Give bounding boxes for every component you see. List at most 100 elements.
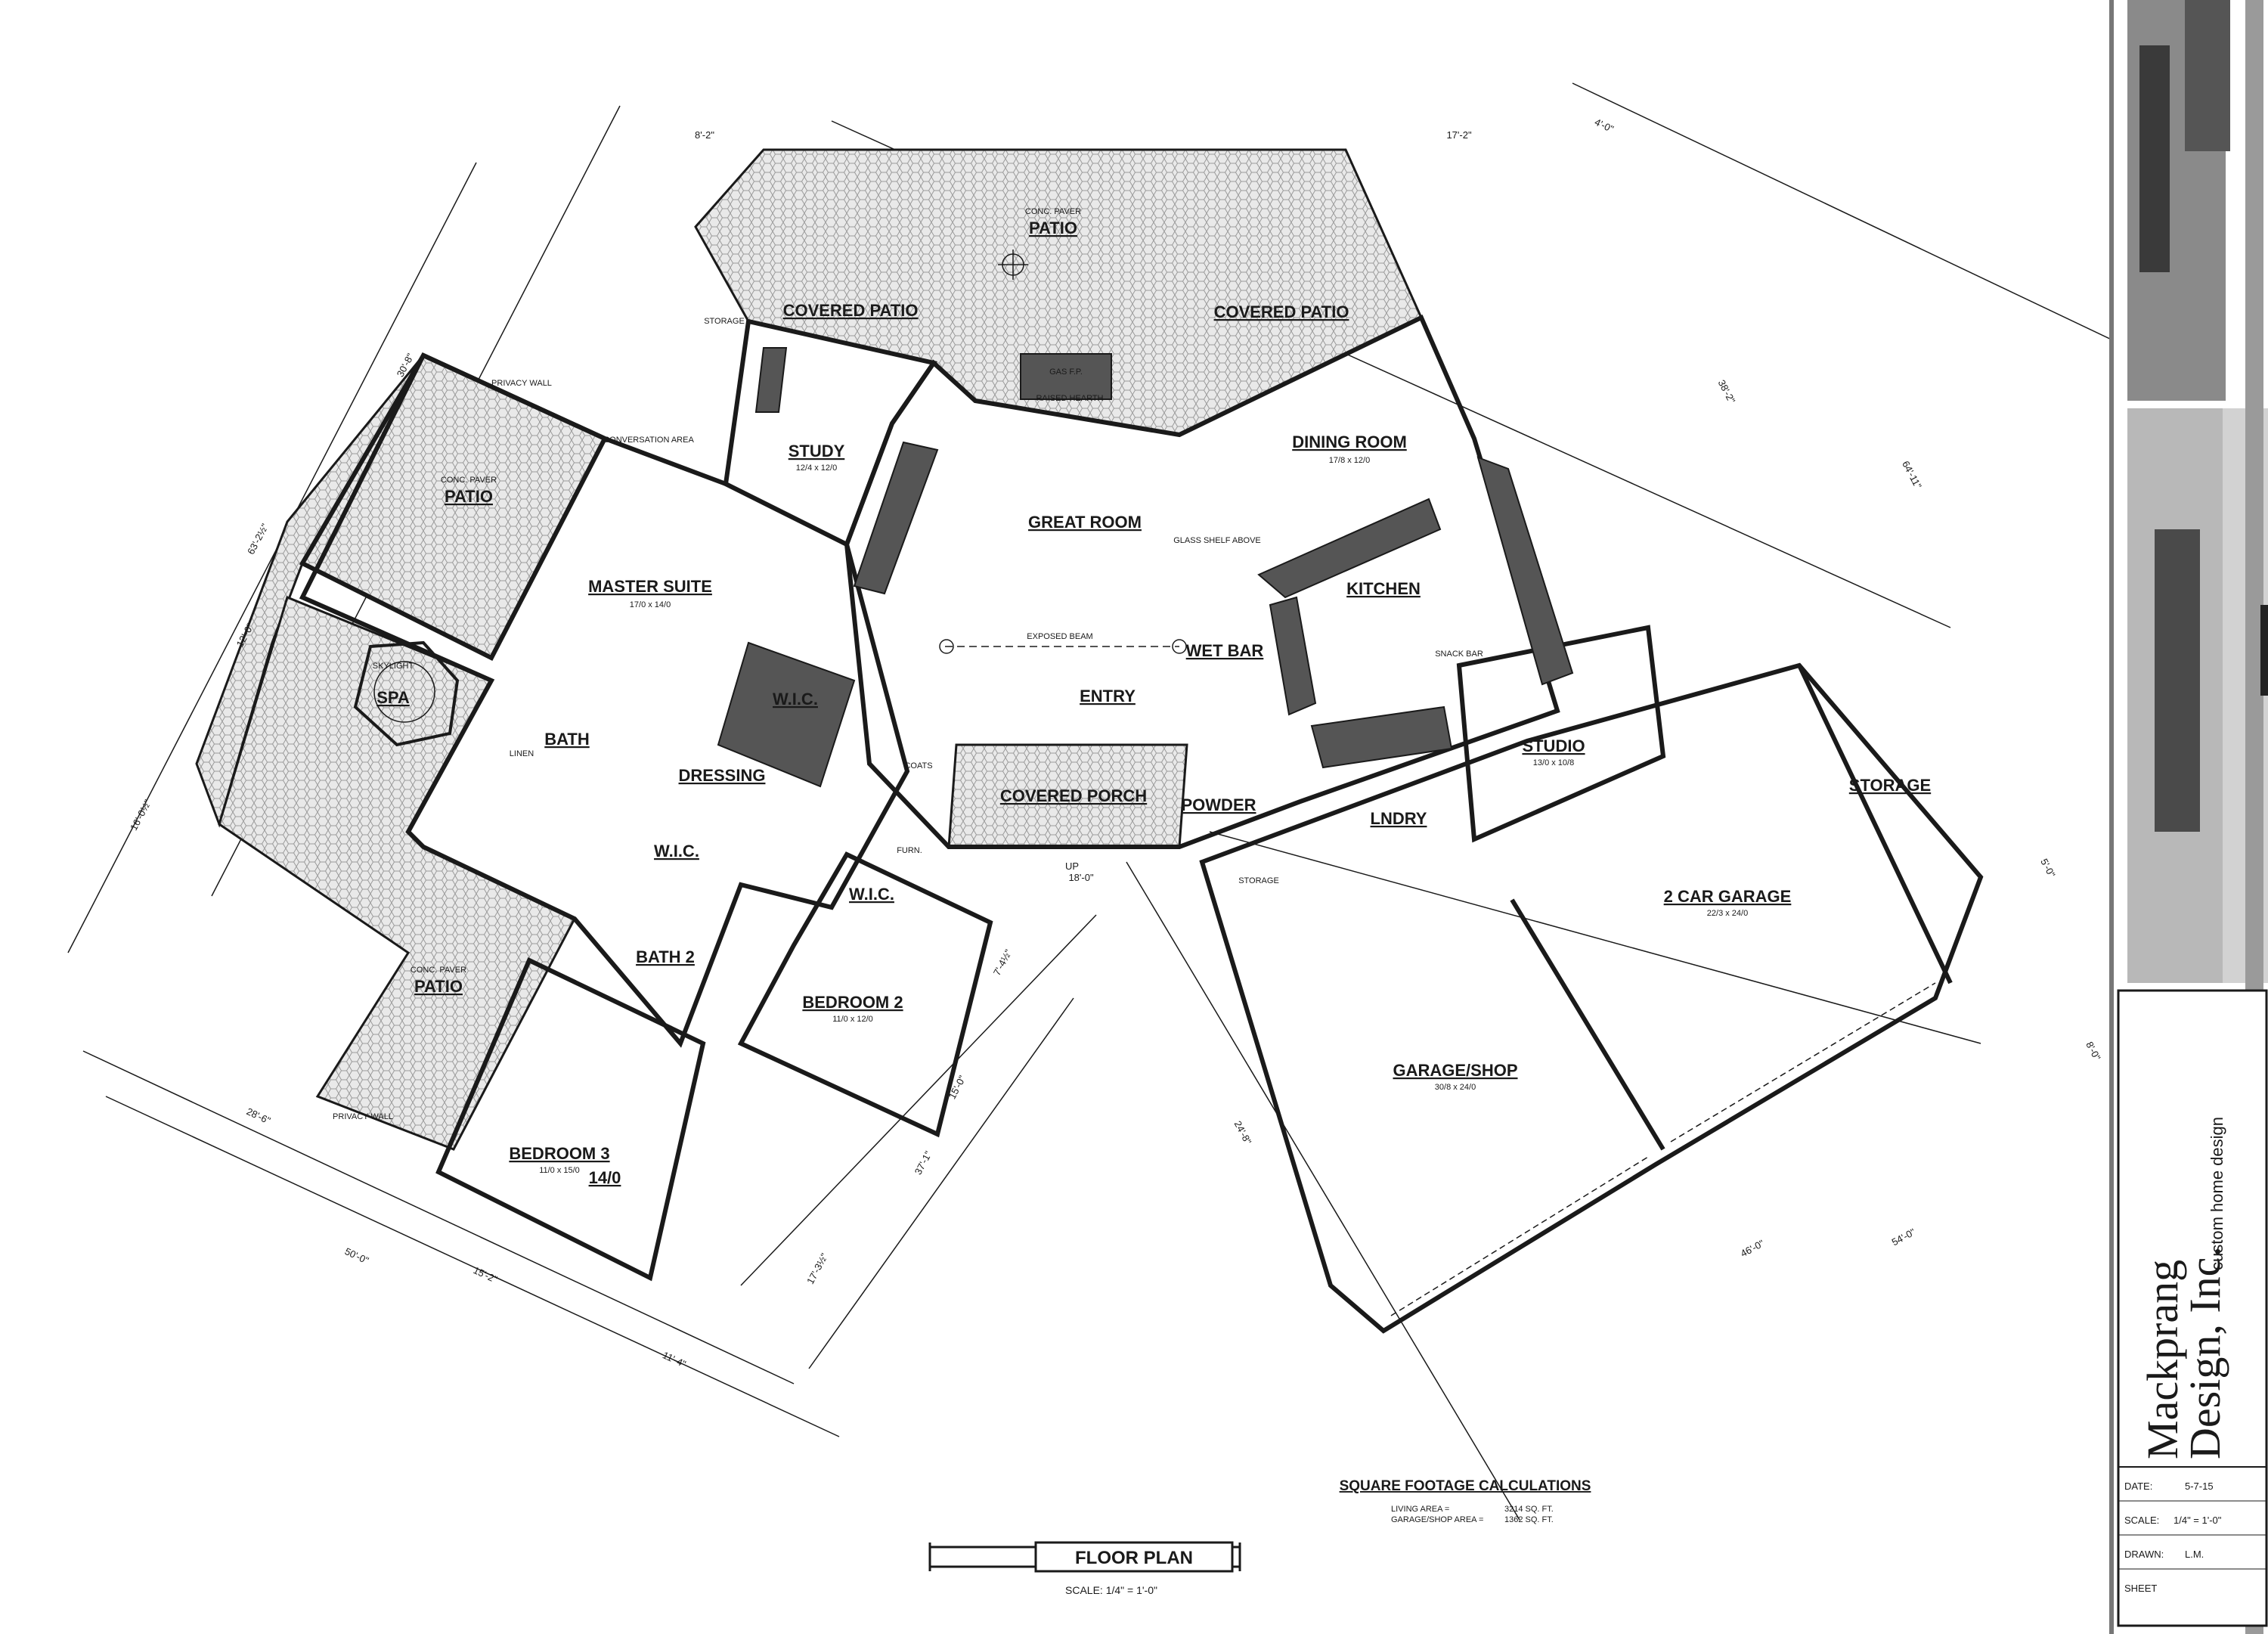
fireplace-compass — [998, 250, 1028, 280]
label-patio-left: PATIO — [445, 487, 493, 506]
garage-area-value: 1362 SQ. FT. — [1504, 1515, 1554, 1524]
label-bedroom-3-size: 11/0 x 15/0 — [539, 1166, 580, 1175]
living-area-value: 3214 SQ. FT. — [1504, 1505, 1554, 1514]
label-garage-shop: GARAGE/SHOP — [1393, 1061, 1517, 1080]
dim-bottom-e: 17'-3½" — [804, 1251, 830, 1286]
label-covered-patio-left: COVERED PATIO — [783, 301, 919, 320]
dim-gar-a: 24'-8" — [1232, 1119, 1254, 1147]
scale-value: 1/4" = 1'-0" — [2174, 1515, 2222, 1526]
label-privacy-wall-bottom: PRIVACY WALL — [333, 1112, 393, 1121]
built-ins — [717, 347, 1574, 788]
label-master-suite: MASTER SUITE — [588, 577, 712, 596]
dim-bottom-b: 50'-0" — [343, 1245, 371, 1267]
label-conc-paver-left: CONC. PAVER — [441, 476, 497, 485]
drawn-label: DRAWN: — [2124, 1549, 2164, 1560]
label-bedroom-2: BEDROOM 2 — [802, 993, 903, 1012]
dim-right-e: 8'-0" — [2084, 1040, 2103, 1062]
dim-gar-b: 46'-0" — [1739, 1237, 1767, 1259]
company-tagline: custom home design — [2208, 1117, 2226, 1270]
dim-mid-c: 37'-1" — [912, 1149, 934, 1177]
label-lndry: LNDRY — [1371, 809, 1427, 828]
dim-right-c: 64'-11" — [1900, 459, 1924, 491]
sqft-title: SQUARE FOOTAGE CALCULATIONS — [1340, 1478, 1591, 1494]
label-dressing: DRESSING — [679, 766, 766, 785]
label-study: STUDY — [789, 442, 845, 460]
dim-bottom-c: 15'-2" — [472, 1264, 500, 1285]
label-gas-fp: GAS F.P. — [1049, 367, 1083, 377]
label-dining-size: 17/8 x 12/0 — [1329, 456, 1370, 465]
square-footage-notes: SQUARE FOOTAGE CALCULATIONS LIVING AREA … — [1340, 1478, 1591, 1524]
label-2-car-size: 22/3 x 24/0 — [1707, 909, 1748, 918]
dim-right-a: 4'-0" — [1593, 116, 1616, 135]
date-value: 5-7-15 — [2185, 1481, 2214, 1492]
label-kitchen: KITCHEN — [1346, 579, 1421, 598]
label-conversation-area: CONVERSATION AREA — [603, 436, 694, 445]
label-dining-room: DINING ROOM — [1292, 433, 1407, 451]
dim-left-b: 63'-2½" — [245, 522, 271, 557]
label-wic-3: W.I.C. — [849, 885, 894, 904]
label-master-size: 17/0 x 14/0 — [630, 600, 671, 609]
company-name-line-2: Design, Inc. — [2180, 1246, 2229, 1459]
label-wic-1: W.I.C. — [773, 690, 818, 708]
label-patio-top: PATIO — [1029, 219, 1077, 237]
label-exposed-beam: EXPOSED BEAM — [1027, 632, 1092, 641]
sheet-label: SHEET — [2124, 1583, 2157, 1594]
label-raised-hearth: RAISED HEARTH — [1036, 394, 1103, 403]
label-bedroom-3-note: 14/0 — [589, 1168, 621, 1187]
dim-mid-a: 7'-4½" — [991, 947, 1015, 978]
label-snack-bar: SNACK BAR — [1435, 650, 1483, 659]
label-skylight-spa: SKYLIGHT — [373, 662, 414, 671]
plan-scale: SCALE: 1/4" = 1'-0" — [1065, 1584, 1157, 1596]
label-studio-size: 13/0 x 10/8 — [1533, 758, 1574, 767]
walls — [299, 314, 1984, 1334]
label-furn: FURN. — [897, 846, 922, 855]
dim-up: UP — [1065, 860, 1079, 872]
label-storage-nw: STORAGE — [704, 317, 745, 326]
label-study-size: 12/4 x 12/0 — [796, 464, 837, 473]
label-garage-shop-size: 30/8 x 24/0 — [1435, 1083, 1476, 1092]
label-coats: COATS — [904, 761, 932, 770]
label-bedroom-3: BEDROOM 3 — [509, 1144, 609, 1163]
label-bedroom-2-size: 11/0 x 12/0 — [832, 1015, 873, 1024]
label-great-room: GREAT ROOM — [1028, 513, 1142, 532]
label-patio-sw: PATIO — [414, 977, 463, 996]
dim-porch-width: 18'-0" — [1068, 872, 1094, 883]
dim-right-d: 5'-0" — [2038, 857, 2058, 879]
dim-top-right: 17'-2" — [1446, 129, 1472, 141]
label-storage-right: STORAGE — [1849, 776, 1931, 795]
plan-title: FLOOR PLAN SCALE: 1/4" = 1'-0" — [928, 1541, 1241, 1596]
floor-plan-title: FLOOR PLAN — [1075, 1548, 1193, 1568]
label-glass-shelf: GLASS SHELF ABOVE — [1173, 536, 1261, 545]
scale-label: SCALE: — [2124, 1515, 2159, 1526]
label-covered-porch: COVERED PORCH — [1000, 786, 1147, 805]
label-powder: POWDER — [1182, 795, 1256, 814]
label-linen: LINEN — [510, 749, 534, 758]
label-wic-2: W.I.C. — [654, 842, 699, 860]
label-wet-bar: WET BAR — [1186, 641, 1264, 660]
room-labels: CONC. PAVER PATIO COVERED PATIO COVERED … — [333, 207, 1931, 1187]
dim-top-left: 8'-2" — [695, 129, 714, 141]
dim-bottom-a: 28'-6" — [245, 1105, 273, 1127]
garage-area-label: GARAGE/SHOP AREA = — [1391, 1515, 1483, 1524]
label-studio: STUDIO — [1522, 736, 1585, 755]
label-covered-patio-right: COVERED PATIO — [1214, 302, 1349, 321]
dim-gar-c: 54'-0" — [1890, 1226, 1918, 1248]
label-conc-paver-sw: CONC. PAVER — [411, 966, 466, 975]
label-entry: ENTRY — [1080, 687, 1136, 705]
dim-left-d: 16'-0½" — [128, 798, 153, 833]
dim-bottom-d: 11'-4" — [661, 1349, 688, 1369]
drawn-value: L.M. — [2185, 1549, 2204, 1560]
patio-spa-deck — [218, 595, 577, 1151]
label-bath: BATH — [544, 730, 589, 749]
title-block: Mackprang Design, Inc. custom home desig… — [2109, 0, 2268, 1634]
living-area-label: LIVING AREA = — [1391, 1505, 1449, 1514]
label-spa: SPA — [376, 688, 410, 707]
company-name-line-1: Mackprang — [2138, 1260, 2187, 1459]
dim-right-b: 38'-2" — [1716, 378, 1738, 406]
label-privacy-wall-top: PRIVACY WALL — [491, 379, 552, 388]
label-conc-paver-top: CONC. PAVER — [1025, 207, 1081, 216]
label-2-car-garage: 2 CAR GARAGE — [1664, 887, 1792, 906]
date-label: DATE: — [2124, 1481, 2152, 1492]
label-storage-mid: STORAGE — [1238, 876, 1279, 885]
